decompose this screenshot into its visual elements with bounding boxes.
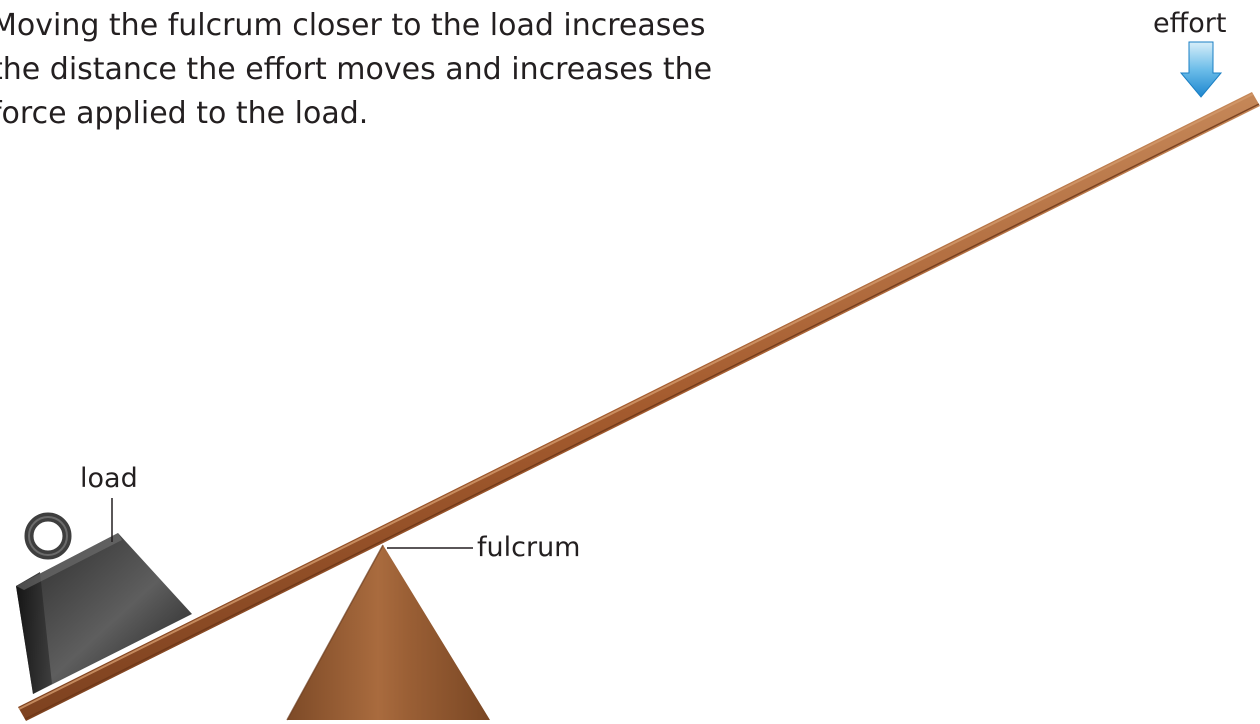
weight-body [16,533,192,694]
load-label: load [80,463,138,494]
load-weight [16,512,192,694]
fulcrum-triangle [287,545,490,720]
lever-beam [18,92,1260,721]
fulcrum-label: fulcrum [477,532,581,563]
diagram-caption: Moving the fulcrum closer to the load in… [0,8,713,131]
effort-label: effort [1153,8,1227,39]
effort-arrow-icon [1179,41,1223,98]
